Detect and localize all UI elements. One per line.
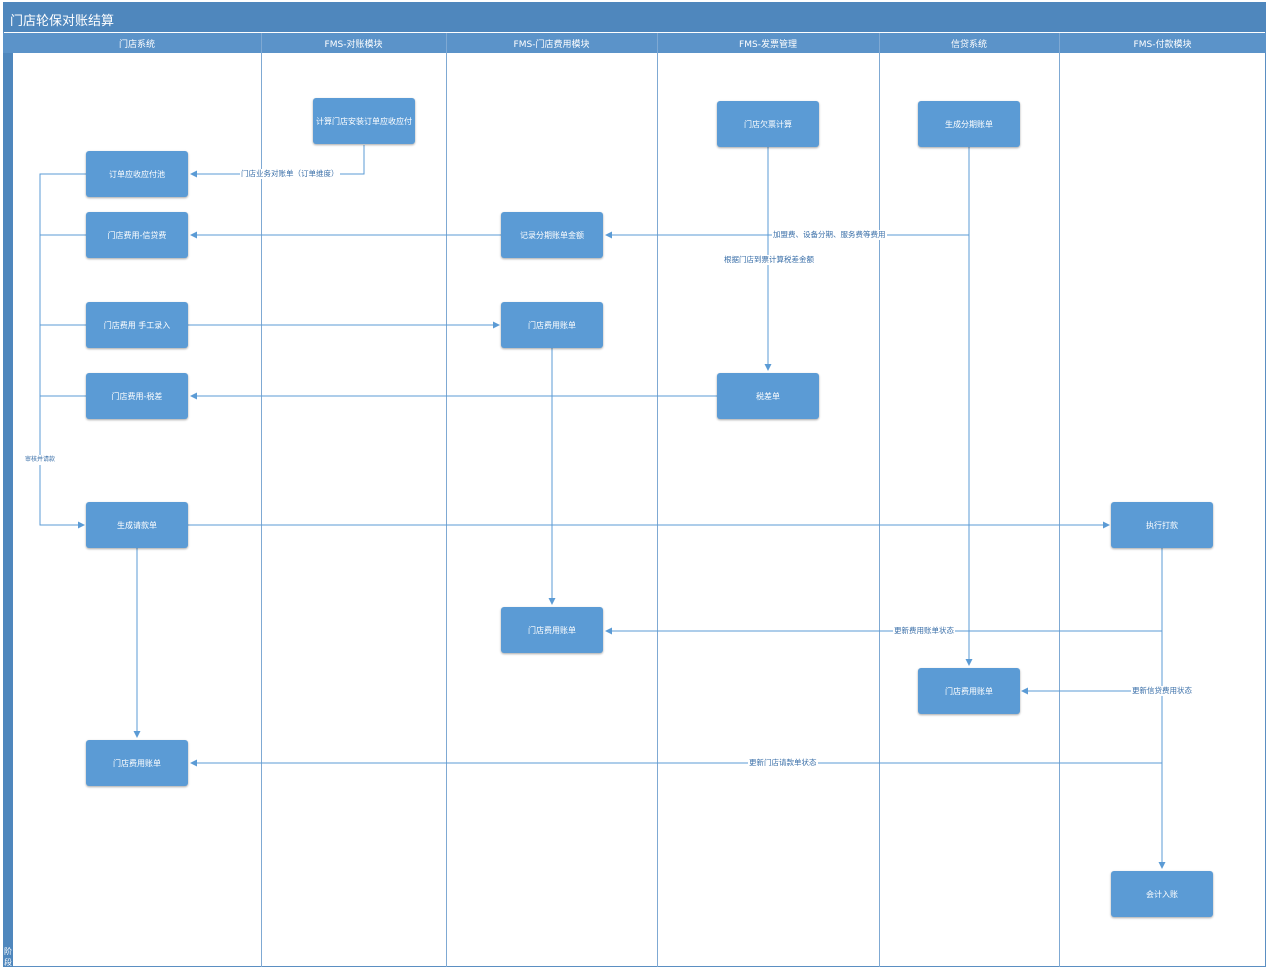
lane-separator [1059, 33, 1060, 967]
edge-split-to-record [605, 147, 970, 239]
phase-strip [3, 53, 13, 967]
node-credit-fee-bill[interactable]: 门店费用账单 [918, 668, 1020, 714]
edge-label-recon: 门店业务对账单（订单维度） [240, 169, 340, 179]
node-tax-diff[interactable]: 税差单 [717, 373, 819, 419]
node-execute-payment[interactable]: 执行打款 [1111, 502, 1213, 548]
node-fee-credit[interactable]: 门店费用-信贷费 [86, 212, 188, 258]
lane-header-bar [3, 33, 1266, 53]
edge-label-update-fee: 更新费用账单状态 [893, 626, 955, 636]
node-calc-order[interactable]: 计算门店安装订单应收应付 [313, 98, 415, 144]
node-accounting[interactable]: 会计入账 [1111, 871, 1213, 917]
node-store-fee-bill[interactable]: 门店费用账单 [501, 302, 603, 348]
edge-label-update-credit: 更新信贷费用状态 [1131, 686, 1193, 696]
edge-label-update-request: 更新门店请款单状态 [748, 758, 818, 768]
lane-header-invoice: FMS-发票管理 [739, 40, 797, 50]
lane-header-credit: 信贷系统 [950, 40, 987, 50]
node-record-split[interactable]: 记录分期账单金额 [501, 212, 603, 258]
lane-separator [657, 33, 658, 967]
edge-label-invoice: 根据门店到票计算税差金额 [723, 255, 815, 265]
node-fee-tax[interactable]: 门店费用-税差 [86, 373, 188, 419]
lane-header-payment: FMS-付款模块 [1133, 40, 1192, 50]
lane-header-store: 门店系统 [118, 40, 155, 50]
node-store-fee-bill-2[interactable]: 门店费用账单 [501, 607, 603, 653]
lane-separator [446, 33, 447, 967]
node-fee-manual[interactable]: 门店费用 手工录入 [86, 302, 188, 348]
edge-left-bus [39, 173, 86, 529]
lane-header-store-fee: FMS-门店费用模块 [513, 40, 590, 50]
node-invoice-calc[interactable]: 门店欠票计算 [717, 101, 819, 147]
lane-header-reconcile: FMS-对账模块 [324, 40, 383, 50]
node-store-fee-bill-final[interactable]: 门店费用账单 [86, 740, 188, 786]
edge-label-fees: 加盟费、设备分期、服务费等费用 [772, 230, 887, 240]
edge-label-review: 审核并请款 [24, 455, 57, 465]
node-split-bill[interactable]: 生成分期账单 [918, 101, 1020, 147]
phase-label: 阶段 [4, 947, 12, 967]
node-gen-payment-request[interactable]: 生成请款单 [86, 502, 188, 548]
node-order-pool[interactable]: 订单应收应付池 [86, 151, 188, 197]
title-bar: 门店轮保对账结算 [3, 2, 1266, 32]
diagram-title: 门店轮保对账结算 [10, 14, 115, 29]
lane-separator [879, 33, 880, 967]
lane-separator [261, 33, 262, 967]
